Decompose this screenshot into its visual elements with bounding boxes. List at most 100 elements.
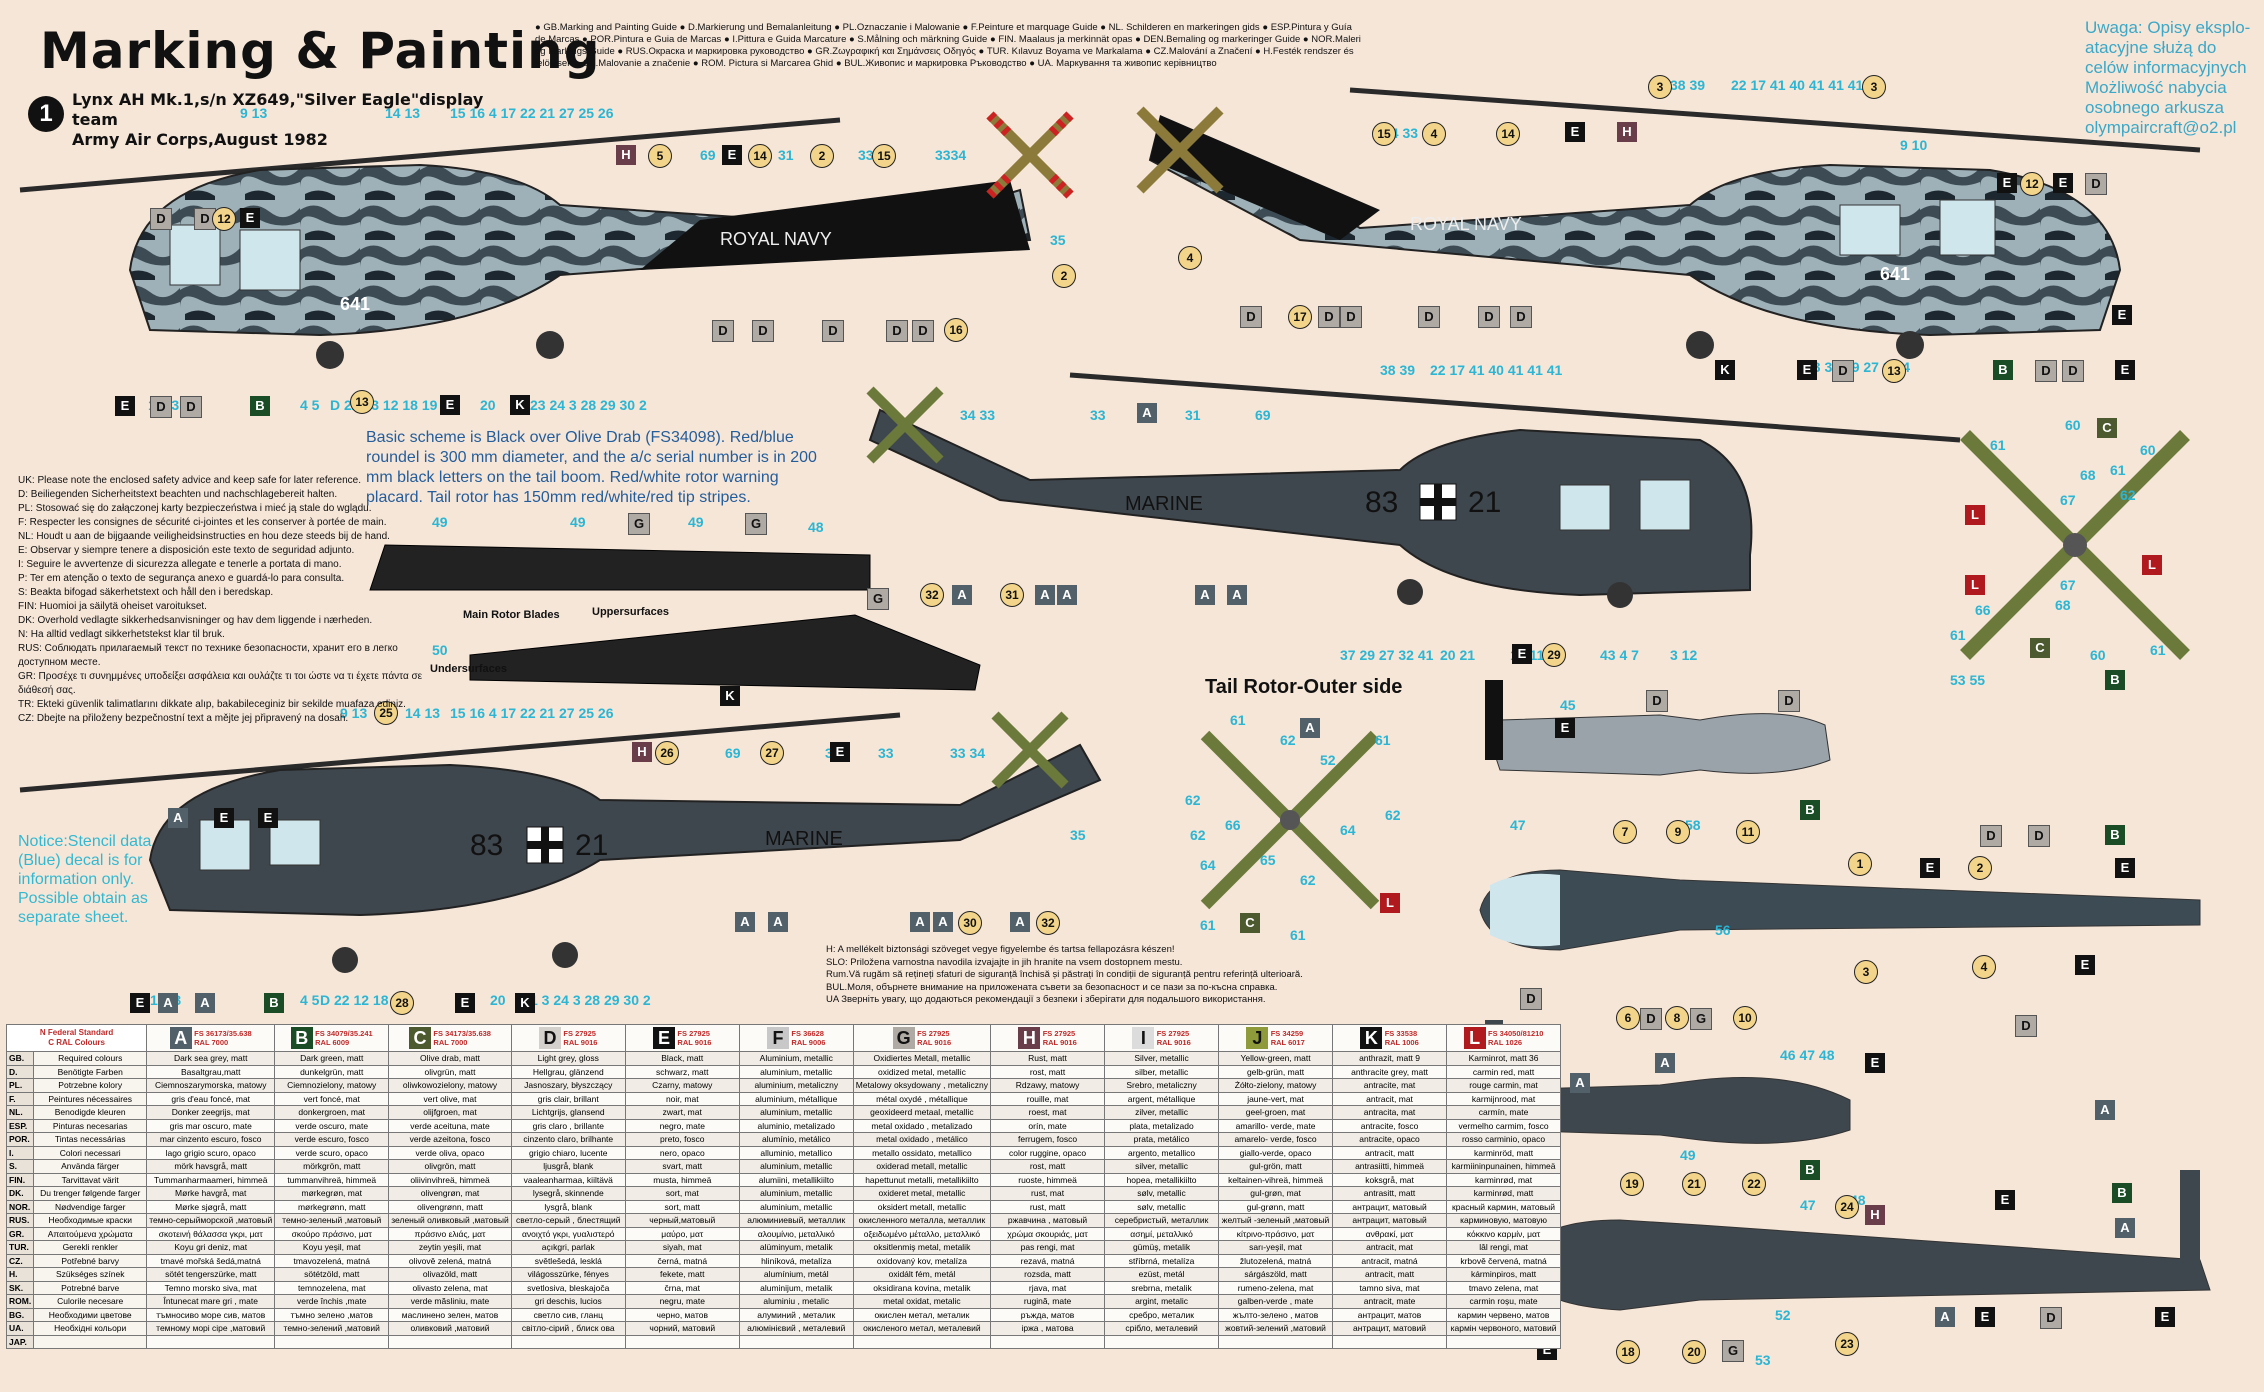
svg-text:45: 45 <box>1560 697 1576 713</box>
svg-text:9 10: 9 10 <box>1900 137 1927 153</box>
svg-text:60: 60 <box>2065 417 2081 433</box>
table-cell: verde oscuro, mate <box>274 1118 390 1133</box>
table-cell: Basaltgrau,matt <box>146 1064 276 1079</box>
table-cell: aluminium, metallic <box>738 1064 854 1079</box>
table-cell: světlešedá, lesklá <box>510 1253 626 1268</box>
table-cell: алуминий , металик <box>738 1307 854 1322</box>
table-cell: Hellgrau, glänzend <box>510 1064 626 1079</box>
table-cell: ржавчина , матовый <box>990 1213 1106 1228</box>
table-cell: тъмно зелено ,матов <box>274 1307 390 1322</box>
svg-text:67: 67 <box>2060 577 2076 593</box>
table-cell: zeytin yeşili, mat <box>388 1240 512 1255</box>
svg-text:4 5: 4 5 <box>300 992 320 1008</box>
table-cell: verde azeitona, fosco <box>388 1132 512 1147</box>
table-cell: Koyu gri deniz, mat <box>146 1240 276 1255</box>
marine-text-1: MARINE <box>1125 493 1203 515</box>
table-cell: gelb-grün, matt <box>1218 1064 1334 1079</box>
table-cell-name: Potřebné barvy <box>33 1253 148 1268</box>
table-cell: dunkelgrün, matt <box>274 1064 390 1079</box>
table-cell: karmiininpunainen, himmeä <box>1446 1159 1562 1174</box>
table-cell: Temno morsko siva, mat <box>146 1280 276 1295</box>
table-cell: černá, matná <box>624 1253 740 1268</box>
svg-text:61: 61 <box>1990 437 2006 453</box>
note-line: UK: Please note the enclosed safety advi… <box>18 475 361 486</box>
table-cell: gümüş, metalik <box>1104 1240 1220 1255</box>
table-cell: Dark sea grey, matt <box>146 1051 276 1066</box>
svg-text:68: 68 <box>2055 597 2071 613</box>
table-cell: mørkegrøn, mat <box>274 1186 390 1201</box>
table-cell: sárgászöld, matt <box>1218 1267 1334 1282</box>
svg-text:33: 33 <box>878 745 894 761</box>
svg-text:61: 61 <box>2150 642 2166 658</box>
table-cell-name: Culorile necesare <box>33 1294 148 1309</box>
table-row: JAP. <box>5 1334 1562 1349</box>
heli-top-view-1 <box>1485 680 1831 776</box>
uwaga-note: Uwaga: Opisy eksplo- atacyjne służą do c… <box>2085 18 2251 137</box>
table-cell: ferrugem, fosco <box>990 1132 1106 1147</box>
table-cell: cinzento claro, brilhante <box>510 1132 626 1147</box>
note-line: P: Ter em atenção o texto de segurança a… <box>18 573 345 584</box>
table-cell: кармін червоного, матовий <box>1446 1321 1562 1336</box>
table-cell: musta, himmeä <box>624 1172 740 1187</box>
tail-rotor-outer <box>1200 730 1380 910</box>
svg-text:61: 61 <box>2110 462 2126 478</box>
table-cell: antracit, mat <box>1332 1240 1448 1255</box>
warning-line: H: A mellékelt biztonsági szöveget vegye… <box>826 944 1175 955</box>
table-cell: aluminium, metallic <box>738 1105 854 1120</box>
svg-text:60: 60 <box>2090 647 2106 663</box>
table-cell: karmijnrood, mat <box>1446 1091 1562 1106</box>
table-cell: geel-groen, mat <box>1218 1105 1334 1120</box>
table-cell: rjava, mat <box>990 1280 1106 1295</box>
table-cell: oxiderad metall, metallic <box>852 1159 992 1174</box>
table-cell: окисленого метал, металевий <box>852 1321 992 1336</box>
table-cell: ezüst, metál <box>1104 1267 1220 1282</box>
svg-text:64: 64 <box>1200 857 1216 873</box>
table-cell: aluminium, metallic <box>738 1159 854 1174</box>
table-cell: tamno siva, mat <box>1332 1280 1448 1295</box>
table-cell-lang: I. <box>5 1145 35 1160</box>
table-cell: tmavozelená, matná <box>274 1253 390 1268</box>
table-cell: antrasitt, matt <box>1332 1186 1448 1201</box>
table-cell-lang: D. <box>5 1064 35 1079</box>
svg-text:22 17 41 40 41 41 41: 22 17 41 40 41 41 41 <box>1731 77 1864 93</box>
upper-label: Uppersurfaces <box>592 606 669 618</box>
table-cell: окисленного металла, металлик <box>852 1213 992 1228</box>
note-line: F: Respecter les consignes de sécurité c… <box>18 517 387 528</box>
table-cell: antracita, mat <box>1332 1105 1448 1120</box>
note-line: FIN: Huomioi ja säilytä oheiset varoituk… <box>18 601 207 612</box>
table-cell: ανθρακί, ματ <box>1332 1226 1448 1241</box>
table-cell <box>1332 1334 1448 1349</box>
svg-text:47: 47 <box>1800 1197 1816 1213</box>
table-cell: oxidált fém, metál <box>852 1267 992 1282</box>
table-cell: mørkegrønn, matt <box>274 1199 390 1214</box>
table-cell: gris claro , brillante <box>510 1118 626 1133</box>
table-cell: Rust, matt <box>990 1051 1106 1066</box>
svg-text:641: 641 <box>1880 264 1910 284</box>
note-line: GR: Προσέχε τι συνημμένες υποδείξει ασφά… <box>18 671 423 696</box>
table-cell: nero, opaco <box>624 1145 740 1160</box>
table-cell: alumínio, metálico <box>738 1132 854 1147</box>
main-rotor-label: Main Rotor Blades <box>463 609 560 621</box>
warning-line: SLO: Priložena varnostna navodila izvaja… <box>826 956 1183 968</box>
table-cell: negru, mate <box>624 1294 740 1309</box>
table-cell: gris clair, brillant <box>510 1091 626 1106</box>
table-cell: világosszürke, fényes <box>510 1267 626 1282</box>
svg-text:33 34: 33 34 <box>950 745 985 761</box>
table-cell: color ruggine, opaco <box>990 1145 1106 1160</box>
table-cell: aluminijum, metalik <box>738 1280 854 1295</box>
table-cell: Koyu yeşil, mat <box>274 1240 390 1255</box>
table-cell: χρώμα σκουριάς, ματ <box>990 1226 1106 1241</box>
svg-text:66: 66 <box>1225 817 1241 833</box>
table-cell-lang: POR. <box>5 1132 35 1147</box>
table-cell: olivgrön, matt <box>388 1159 512 1174</box>
table-cell-lang: ESP. <box>5 1118 35 1133</box>
svg-text:D 22 12 18 19: D 22 12 18 19 <box>320 992 408 1008</box>
table-cell: žlutozelená, matná <box>1218 1253 1334 1268</box>
